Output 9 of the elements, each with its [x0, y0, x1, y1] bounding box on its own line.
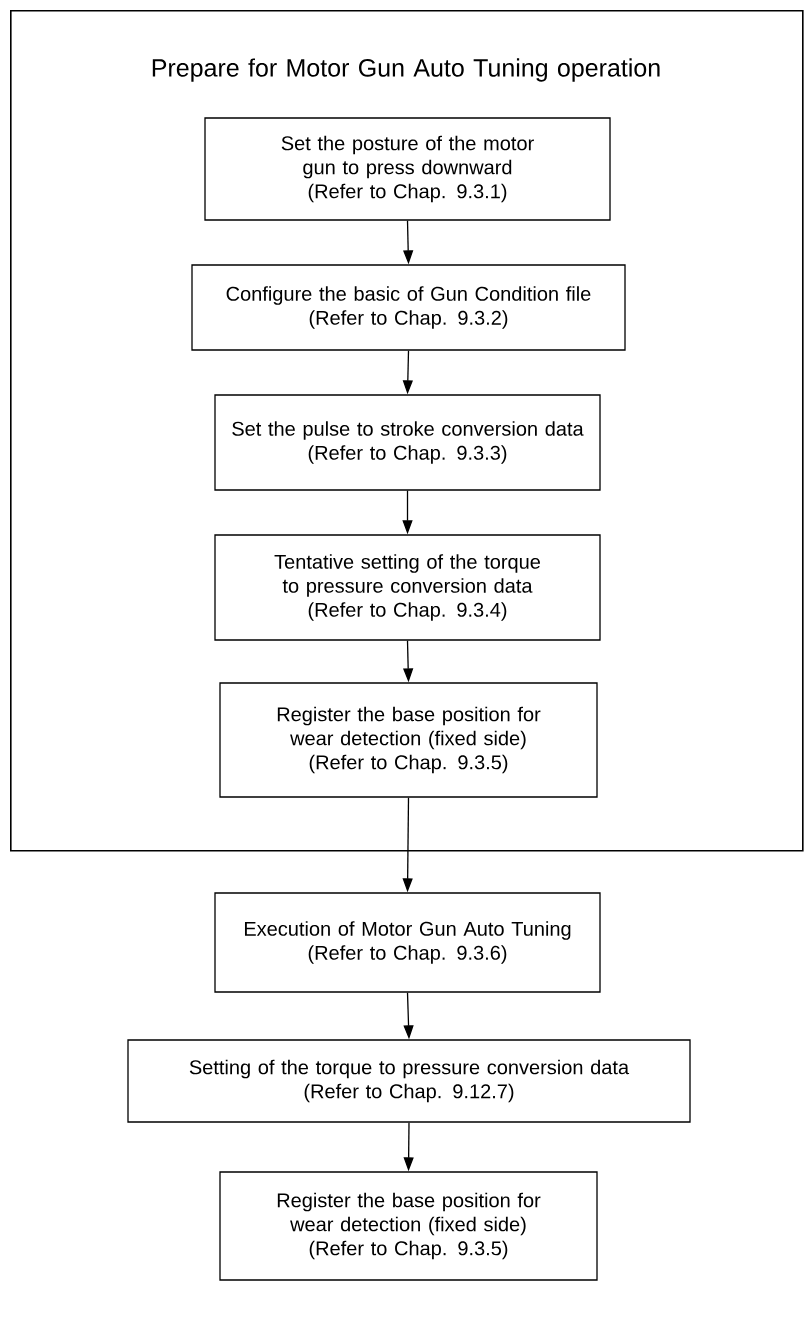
process-box: Register the base position for wear detection (fixed side) (Refer to Chap. 9.3.5): [219, 1171, 598, 1281]
process-box: Execution of Motor Gun Auto Tuning (Refer to Chap. 9.3.6): [214, 892, 601, 993]
process-box: Tentative setting of the torque to pressure conversion data (Refer to Chap. 9.3.4): [214, 534, 601, 641]
process-box: Setting of the torque to pressure conversion data (Refer to Chap. 9.12.7): [127, 1039, 691, 1123]
process-box: Set the pulse to stroke conversion data (Refer to Chap. 9.3.3): [214, 394, 601, 491]
process-box: Configure the basic of Gun Condition file (Refer to Chap. 9.3.2): [191, 264, 626, 351]
process-box: Set the posture of the motor gun to press downward (Refer to Chap. 9.3.1): [204, 117, 611, 221]
heading: Prepare for Motor Gun Auto Tuning operation: [152, 58, 660, 82]
process-box: Register the base position for wear detection (fixed side) (Refer to Chap. 9.3.5): [219, 682, 598, 798]
